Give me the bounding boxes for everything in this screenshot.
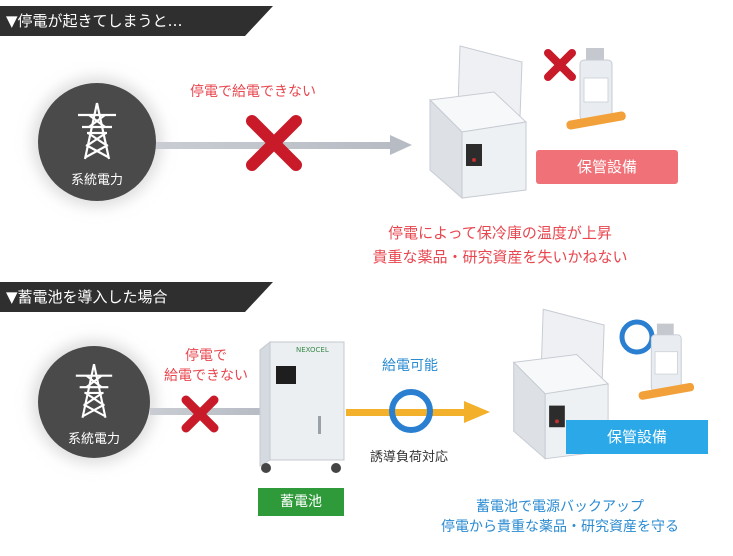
storage-badge-2: 保管設備: [566, 420, 708, 454]
no-supply-text-2-line2: 給電できない: [164, 368, 248, 384]
storage-badge-1: 保管設備: [536, 150, 678, 184]
scenario2-header: ▼蓄電池を導入した場合: [0, 282, 273, 312]
grid-power-label-1: 系統電力: [70, 173, 123, 188]
ring-icon: [389, 389, 433, 433]
medicine-bottle-icon: [638, 323, 695, 400]
medicine-bottle-icon: [566, 48, 626, 130]
freezer-icon: [512, 308, 610, 460]
grid-power-circle-1: 系統電力: [38, 83, 156, 201]
no-supply-text-2-line1: 停電で: [185, 348, 227, 364]
arrow-head-1: [390, 135, 412, 155]
transmission-tower-icon: [78, 102, 116, 160]
battery-unit-icon: [259, 340, 345, 473]
caption-2-line1: 蓄電池で電源バックアップ: [476, 499, 644, 515]
arrow-head-2: [464, 401, 490, 423]
cross-icon: [181, 395, 219, 433]
caption-2-line2: 停電から貴重な薬品・研究資産を守る: [441, 519, 679, 535]
power-line-3: [346, 409, 468, 416]
battery-badge: 蓄電池: [258, 488, 344, 516]
battery-brand: NEXOCEL: [296, 346, 329, 354]
no-supply-text-1: 停電で給電できない: [190, 84, 316, 100]
inductive-load-text: 誘導負荷対応: [369, 450, 448, 465]
grid-power-circle-2: 系統電力: [38, 346, 150, 458]
cross-icon: [246, 115, 302, 171]
caption-1-line1: 停電によって保冷庫の温度が上昇: [388, 224, 612, 242]
caption-1-line2: 貴重な薬品・研究資産を失いかねない: [372, 248, 628, 266]
grid-power-label-2: 系統電力: [67, 432, 120, 447]
supply-ok-text: 給電可能: [382, 358, 438, 374]
cross-icon: [544, 49, 576, 81]
scenario1-header: ▼停電が起きてしまうと…: [0, 6, 273, 36]
freezer-icon: [428, 45, 528, 200]
transmission-tower-icon: [75, 363, 113, 419]
